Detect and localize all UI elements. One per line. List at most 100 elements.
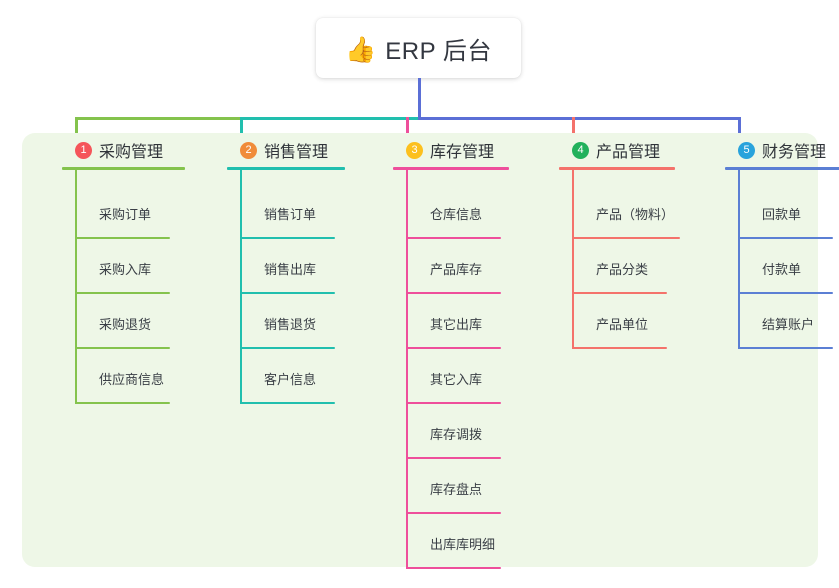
branch-item-underline [572,292,667,294]
branch-title: 财务管理 [762,144,827,161]
branch-title: 产品管理 [596,144,661,161]
bar-segment-middle [240,117,418,120]
branch-item-label: 产品（物料） [596,207,675,222]
branch-number-badge: 1 [75,141,92,159]
branch-title-underline [62,167,185,170]
branch-number-badge: 3 [406,141,423,159]
branch-item[interactable]: 产品单位 [572,306,667,349]
branch-item-label: 采购订单 [99,207,152,222]
branch-item-underline [75,347,170,349]
branch-item[interactable]: 销售出库 [240,251,335,294]
branch-item-label: 回款单 [762,207,802,222]
branch-item-label: 产品库存 [430,262,483,277]
branch-item[interactable]: 库存调拨 [406,416,501,459]
branch-item-label: 供应商信息 [99,372,165,387]
root-stem-line [418,78,421,120]
branch-item-label: 客户信息 [264,372,317,387]
branch-title-underline [227,167,345,170]
branch-item[interactable]: 结算账户 [738,306,833,349]
branch-item-underline [738,292,833,294]
branch-item[interactable]: 付款单 [738,251,833,294]
branch-item[interactable]: 采购入库 [75,251,170,294]
root-node[interactable]: 👍 ERP 后台 [316,18,521,78]
branch-number-badge: 4 [572,141,589,159]
branch-item-underline [240,237,335,239]
bar-segment-left [75,117,240,120]
branch-header-1[interactable]: 1 采购管理 [62,133,212,167]
branch-item-label: 销售订单 [264,207,317,222]
branch-column-3: 3 库存管理仓库信息产品库存其它出库其它入库库存调拨库存盘点出库库明细 [393,133,543,569]
branch-item[interactable]: 其它入库 [406,361,501,404]
branch-trunk-line [738,170,740,349]
branch-drop-line-3 [406,117,409,146]
branch-item-underline [406,457,501,459]
branch-title: 库存管理 [430,144,495,161]
branch-item-label: 采购退货 [99,317,152,332]
branch-item-underline [240,402,335,404]
branch-item-underline [240,347,335,349]
branch-item-label: 销售退货 [264,317,317,332]
branch-item[interactable]: 回款单 [738,196,833,239]
branch-item[interactable]: 客户信息 [240,361,335,404]
branch-item-label: 出库库明细 [430,537,496,552]
branch-item-label: 其它入库 [430,372,483,387]
branch-item[interactable]: 产品库存 [406,251,501,294]
branch-item[interactable]: 仓库信息 [406,196,501,239]
branch-trunk-line [406,170,408,569]
branch-item[interactable]: 产品分类 [572,251,667,294]
branch-item-label: 仓库信息 [430,207,483,222]
branch-number-badge: 5 [738,141,755,159]
branch-title-underline [559,167,675,170]
branch-item-underline [240,292,335,294]
branch-trunk-line [240,170,242,404]
branch-column-1: 1 采购管理采购订单采购入库采购退货供应商信息 [62,133,212,404]
thumbs-up-icon: 👍 [345,34,377,64]
branch-item-label: 销售出库 [264,262,317,277]
branch-item-underline [572,347,667,349]
branch-item[interactable]: 其它出库 [406,306,501,349]
branch-item[interactable]: 销售订单 [240,196,335,239]
branch-item-underline [75,237,170,239]
branch-item[interactable]: 供应商信息 [75,361,170,404]
branch-trunk-line [572,170,574,349]
branch-item[interactable]: 产品（物料） [572,196,680,239]
branch-item-underline [406,292,501,294]
branch-item-underline [572,237,680,239]
branch-item-underline [738,347,833,349]
branch-item-label: 产品单位 [596,317,649,332]
branch-item-label: 结算账户 [762,317,815,332]
branch-item-label: 其它出库 [430,317,483,332]
branch-title-underline [393,167,509,170]
branch-header-3[interactable]: 3 库存管理 [393,133,543,167]
branch-drop-line-2 [240,117,243,146]
branch-column-4: 4 产品管理产品（物料） 产品分类产品单位 [559,133,709,349]
branch-drop-line-1 [75,117,78,146]
branch-trunk-line [75,170,77,404]
root-node-title: ERP 后台 [385,37,492,65]
branch-item-label: 库存调拨 [430,427,483,442]
branch-title: 采购管理 [99,144,164,161]
branch-drop-line-4 [572,117,575,146]
branch-item-underline [406,512,501,514]
branch-item-label: 采购入库 [99,262,152,277]
branch-item[interactable]: 销售退货 [240,306,335,349]
branch-column-5: 5 财务管理回款单付款单结算账户 [725,133,839,349]
branch-item-underline [75,402,170,404]
branch-item-underline [738,237,833,239]
branch-item[interactable]: 库存盘点 [406,471,501,514]
branch-drop-line-5 [738,117,741,146]
branch-item[interactable]: 出库库明细 [406,526,501,569]
branch-header-4[interactable]: 4 产品管理 [559,133,709,167]
branch-item-underline [406,567,501,569]
branch-item[interactable]: 采购退货 [75,306,170,349]
branch-title: 销售管理 [264,144,329,161]
branch-item-underline [406,347,501,349]
branch-item-underline [406,402,501,404]
branch-item[interactable]: 采购订单 [75,196,170,239]
branch-item-label: 库存盘点 [430,482,483,497]
branch-header-5[interactable]: 5 财务管理 [725,133,839,167]
